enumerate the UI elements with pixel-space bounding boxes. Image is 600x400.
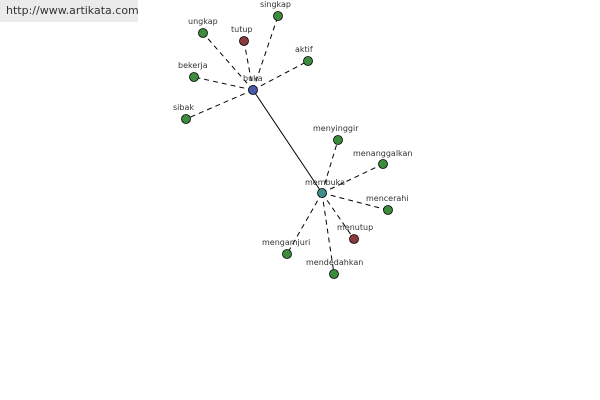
source-url-banner[interactable]: http://www.artikata.com: [0, 0, 139, 22]
node-label-aktif[interactable]: aktif: [295, 45, 313, 54]
edge-membuka-menanggalkan: [321, 163, 384, 194]
node-sibak[interactable]: [181, 114, 191, 124]
node-label-menutup[interactable]: menutup: [337, 223, 373, 232]
node-buka[interactable]: [248, 85, 258, 95]
edge-membuka-mengamjuri: [286, 192, 323, 255]
node-label-mendedahkan[interactable]: mendedahkan: [306, 258, 363, 267]
graph-nodes: [181, 11, 393, 279]
node-menutup[interactable]: [349, 234, 359, 244]
node-ungkap[interactable]: [198, 28, 208, 38]
node-label-mengamjuri[interactable]: mengamjuri: [262, 238, 310, 247]
edge-buka-bekerja: [193, 76, 254, 91]
edge-membuka-mencerahi: [321, 192, 389, 211]
node-label-tutup[interactable]: tutup: [231, 25, 253, 34]
node-label-ungkap[interactable]: ungkap: [188, 17, 218, 26]
node-label-singkap[interactable]: singkap: [260, 0, 291, 9]
source-url-text[interactable]: http://www.artikata.com: [6, 4, 139, 17]
node-menanggalkan[interactable]: [378, 159, 388, 169]
graph-edges: [185, 15, 389, 275]
edge-membuka-mendedahkan: [321, 192, 335, 275]
node-membuka[interactable]: [317, 188, 327, 198]
node-mencerahi[interactable]: [383, 205, 393, 215]
edge-buka-membuka: [252, 89, 323, 194]
node-label-bekerja[interactable]: bekerja: [178, 61, 208, 70]
edge-membuka-menyinggir: [321, 139, 339, 194]
node-label-membuka[interactable]: membuka: [305, 178, 345, 187]
node-mendedahkan[interactable]: [329, 269, 339, 279]
graph-labels: ungkap tutup singkap aktif bekerja sibak menyi…: [173, 0, 413, 267]
node-singkap[interactable]: [273, 11, 283, 21]
node-label-menyinggir[interactable]: menyinggir: [313, 124, 359, 133]
edge-buka-sibak: [185, 89, 254, 120]
node-label-menanggalkan[interactable]: menanggalkan: [353, 149, 413, 158]
node-label-mencerahi[interactable]: mencerahi: [366, 194, 409, 203]
node-mengamjuri[interactable]: [282, 249, 292, 259]
edge-membuka-menutup: [321, 192, 355, 240]
node-aktif[interactable]: [303, 56, 313, 66]
node-bekerja[interactable]: [189, 72, 199, 82]
node-menyinggir[interactable]: [333, 135, 343, 145]
edge-buka-ungkap: [202, 32, 254, 91]
edge-buka-aktif: [252, 60, 309, 91]
edge-buka-singkap: [252, 15, 279, 91]
node-label-buka[interactable]: buka: [243, 74, 263, 83]
node-tutup[interactable]: [239, 36, 249, 46]
node-label-sibak[interactable]: sibak: [173, 103, 194, 112]
